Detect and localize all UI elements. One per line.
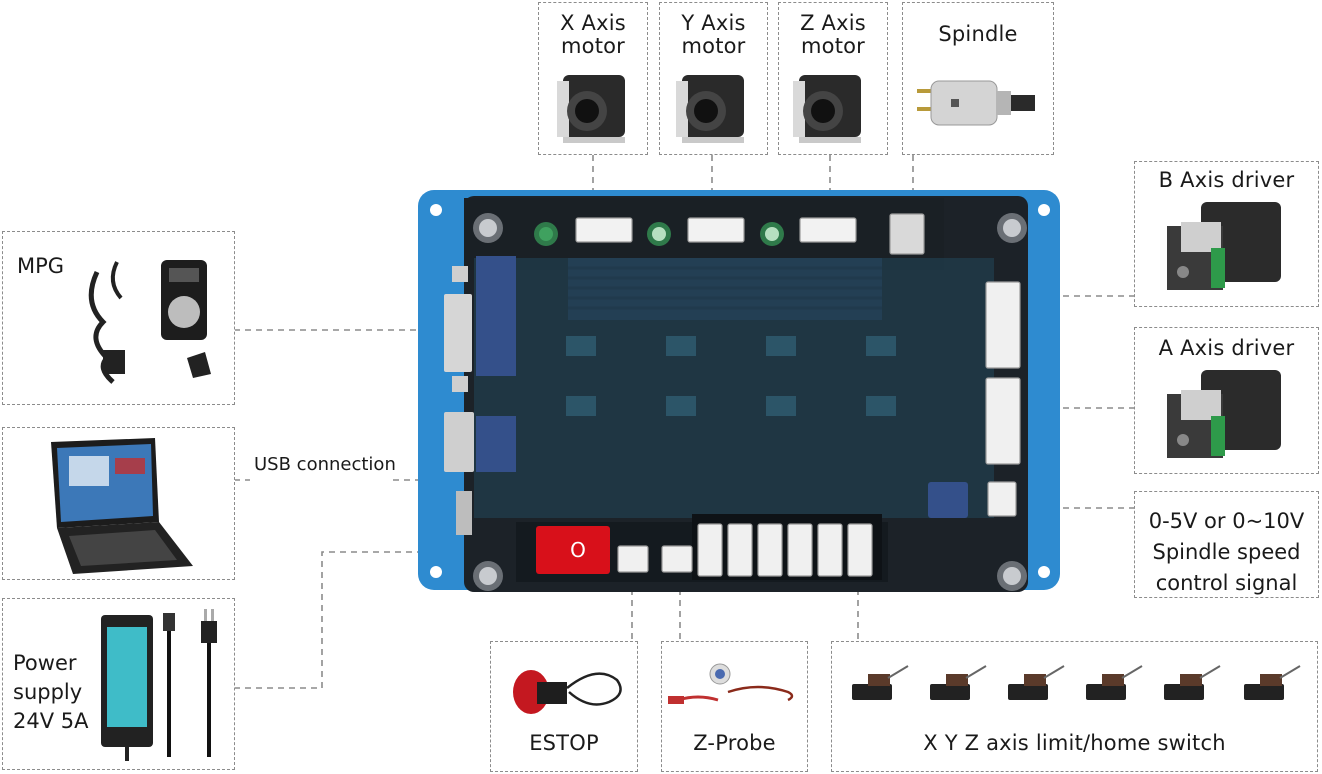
mpg-box: MPG: [2, 231, 235, 405]
driver-motor-icon: [1167, 202, 1281, 290]
z-probe-icon: [668, 663, 794, 704]
driver-motor-icon: [1167, 370, 1281, 458]
power-adapter-icon: [101, 609, 217, 761]
power-switch-mark: O: [570, 538, 586, 562]
limit-switch-label: X Y Z axis limit/home switch: [923, 731, 1226, 755]
z-probe-label: Z-Probe: [693, 731, 776, 755]
spindle-label: Spindle: [938, 22, 1018, 46]
z-probe-box: Z-Probe: [661, 641, 808, 772]
spindle-motor-icon: [917, 80, 1035, 126]
stepper-motor-icon: [676, 75, 744, 143]
limit-switch-box: X Y Z axis limit/home switch: [831, 641, 1318, 772]
estop-label: ESTOP: [529, 731, 599, 755]
spindle-signal-box: 0-5V or 0~10V Spindle speed control sign…: [1134, 491, 1319, 598]
power-supply-label: Power supply 24V 5A: [13, 651, 89, 733]
spindle-box: Spindle: [902, 2, 1054, 155]
laptop-box: [2, 427, 235, 580]
mpg-label: MPG: [17, 254, 65, 278]
stepper-motor-icon: [793, 75, 861, 143]
laptop-icon: [51, 438, 193, 574]
spindle-signal-label: 0-5V or 0~10V Spindle speed control sign…: [1148, 509, 1305, 595]
mounting-screws: [473, 213, 1027, 591]
a-axis-driver-box: A Axis driver: [1134, 327, 1319, 474]
power-supply-box: Power supply 24V 5A: [2, 598, 235, 770]
stepper-motor-icon: [557, 75, 625, 143]
a-axis-driver-label: A Axis driver: [1158, 336, 1295, 360]
b-axis-driver-box: B Axis driver: [1134, 161, 1319, 307]
usb-connection-label: USB connection: [254, 454, 396, 475]
estop-button-icon: [513, 670, 622, 714]
estop-box: ESTOP: [490, 641, 638, 772]
limit-switches-icon: [852, 665, 1301, 700]
b-axis-driver-label: B Axis driver: [1158, 168, 1295, 192]
mpg-pendant-icon: [88, 260, 211, 384]
controller-board: O: [418, 190, 1060, 592]
